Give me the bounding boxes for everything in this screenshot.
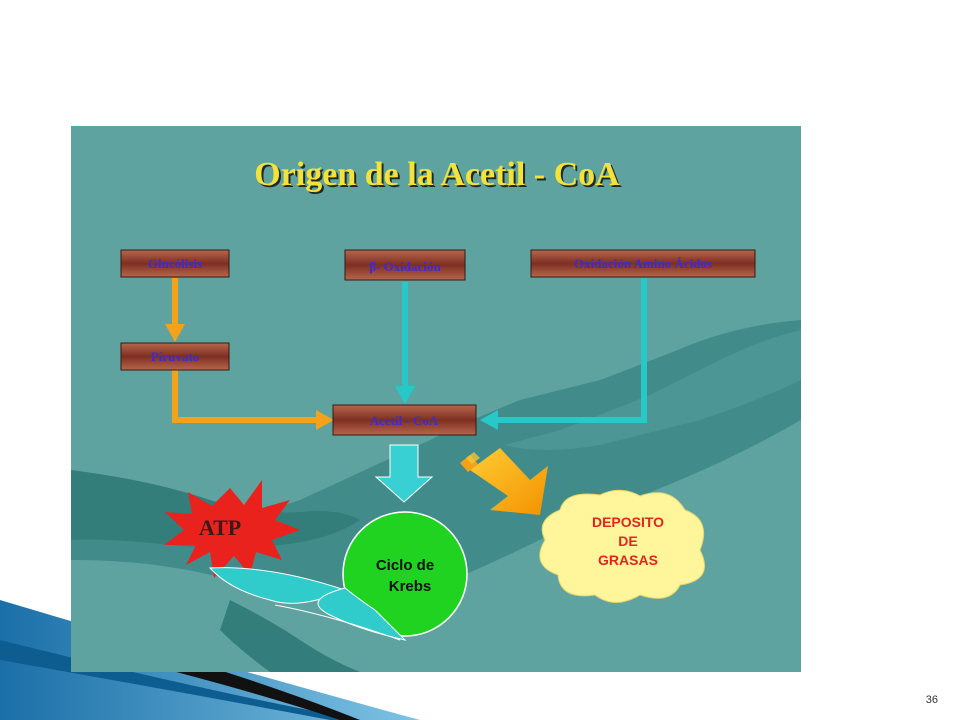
grasas-line1: DEPOSITO	[592, 514, 664, 530]
title-shadow: Origen de la Acetil - CoA	[256, 158, 622, 195]
label-acetil: Acetil - CoA	[370, 413, 439, 428]
atp-label: ATP	[199, 515, 241, 540]
arrowhead-acetil-top	[395, 386, 415, 404]
arrow-piruvato-to-acetil	[172, 370, 318, 423]
page-number: 36	[926, 694, 938, 706]
krebs-line1: Ciclo de	[376, 557, 434, 574]
page-title: Origen de la Acetil - CoA	[254, 156, 620, 193]
grasas-line2: DE	[618, 533, 637, 549]
orange-arrows	[172, 278, 318, 423]
arrowhead-acetil-right	[480, 410, 498, 430]
arrowhead-piruvato	[165, 324, 185, 342]
box-oxidacion-amino-acidos: Oxidación Amino Ácidos	[530, 249, 756, 278]
krebs-cycle: Ciclo de Krebs	[342, 511, 468, 637]
block-arrow-to-grasas	[460, 448, 548, 515]
krebs-line2: Krebs	[389, 578, 432, 595]
atp-burst: ATP	[164, 480, 300, 578]
box-glucolisis: Glucólisis	[120, 249, 230, 278]
beta-symbol: β	[369, 259, 376, 274]
label-beta-oxidacion: β- Oxidación	[369, 259, 441, 274]
arrowhead-acetil-left	[316, 410, 334, 430]
box-piruvato: Piruvato	[120, 342, 230, 371]
label-piruvato: Piruvato	[151, 349, 199, 364]
energy-leaves	[208, 567, 407, 641]
block-arrow-to-krebs	[374, 444, 434, 503]
cyan-arrows	[402, 278, 647, 423]
beta-rest: - Oxidación	[376, 259, 441, 274]
grasas-line3: GRASAS	[598, 552, 658, 568]
box-beta-oxidacion: β- Oxidación	[344, 249, 466, 281]
label-glucolisis: Glucólisis	[148, 256, 202, 271]
label-amino: Oxidación Amino Ácidos	[574, 256, 712, 271]
deposito-grasas-cloud: DEPOSITO DE GRASAS	[539, 489, 705, 603]
arrow-amino-to-acetil	[496, 278, 647, 423]
box-acetil-coa: Acetil - CoA	[332, 404, 477, 436]
